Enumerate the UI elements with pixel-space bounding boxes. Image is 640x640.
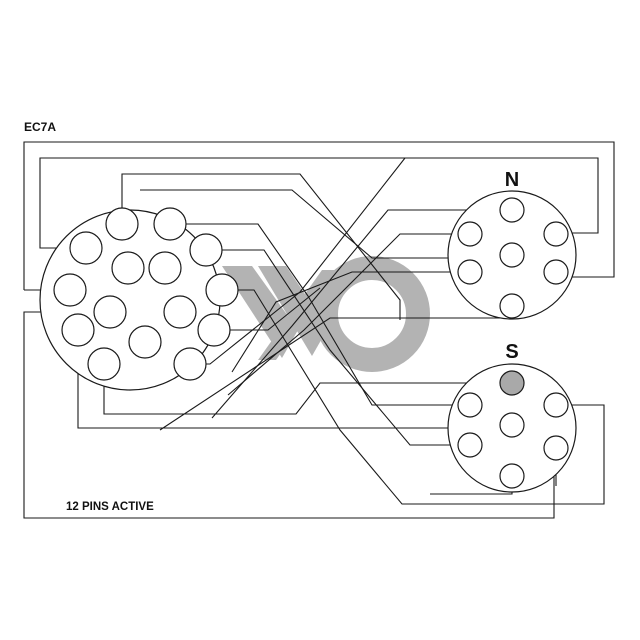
- main-pin-3: [153, 207, 187, 241]
- socket-s-pin-left-lower: [457, 432, 483, 458]
- main-pin-7: [53, 273, 87, 307]
- main-pin-12: [197, 313, 231, 347]
- socket-n-label: N: [505, 169, 519, 191]
- socket-s-pin-center: [499, 412, 525, 438]
- main-pin-14: [87, 347, 121, 381]
- socket-n-pin-right-lower: [543, 259, 569, 285]
- main-pin-1: [69, 231, 103, 265]
- socket-n-pin-right-upper: [543, 221, 569, 247]
- main-pin-13: [128, 325, 162, 359]
- socket-n-pin-top: [499, 197, 525, 223]
- logo-watermark-icon: [222, 256, 430, 372]
- socket-s-pin-top-highlighted: [499, 370, 525, 396]
- socket-n-pin-left-lower: [457, 259, 483, 285]
- main-connector-label: EC7A: [24, 120, 56, 134]
- main-pin-9: [93, 295, 127, 329]
- main-pin-5: [111, 251, 145, 285]
- main-pin-4: [189, 233, 223, 267]
- main-connector-ec7a: [39, 207, 239, 391]
- socket-s-pin-bottom: [499, 463, 525, 489]
- main-pin-10: [163, 295, 197, 329]
- socket-s-pin-right-lower: [543, 435, 569, 461]
- main-pin-15: [173, 347, 207, 381]
- socket-n-pin-bottom: [499, 293, 525, 319]
- socket-s: [447, 363, 577, 493]
- main-pin-2: [105, 207, 139, 241]
- socket-s-pin-right-upper: [543, 392, 569, 418]
- main-pin-8: [205, 273, 239, 307]
- main-pin-6: [148, 251, 182, 285]
- main-pin-11: [61, 313, 95, 347]
- socket-s-pin-left-upper: [457, 392, 483, 418]
- socket-n-pin-center: [499, 242, 525, 268]
- socket-n: [447, 190, 577, 320]
- footer-label: 12 PINS ACTIVE: [66, 501, 154, 513]
- socket-s-label: S: [505, 341, 518, 363]
- socket-n-pin-left-upper: [457, 221, 483, 247]
